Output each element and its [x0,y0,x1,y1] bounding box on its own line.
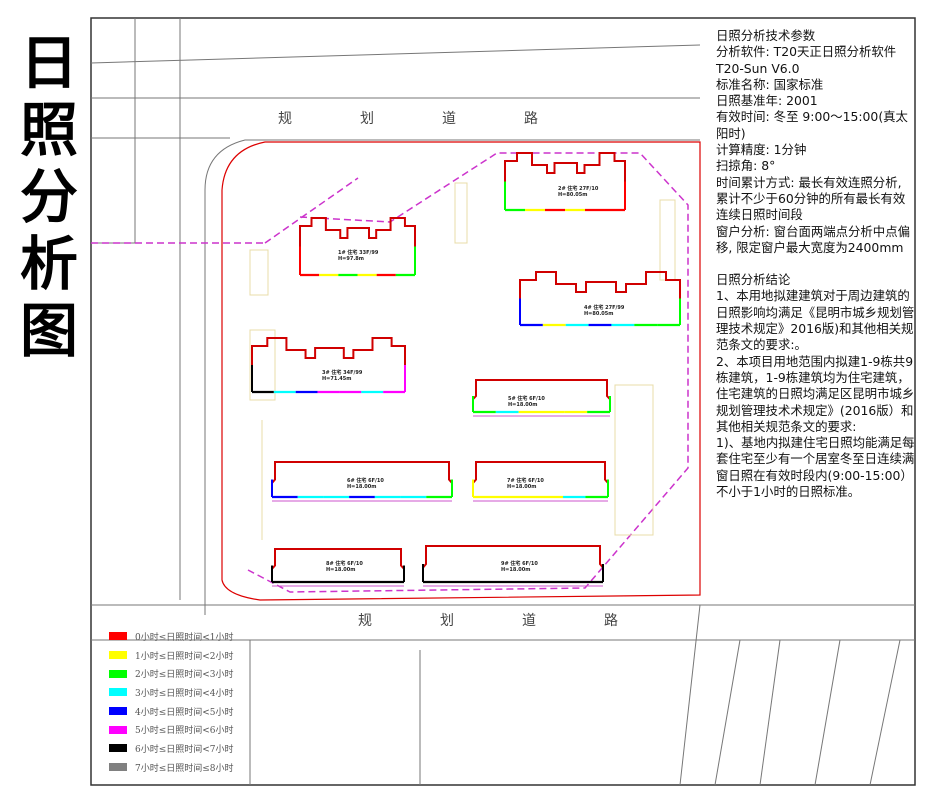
legend-label: 6小时≤日照时间<7小时 [135,744,234,755]
legend-swatch [109,632,127,641]
building-outline-1 [299,217,416,247]
site-boundary [221,141,701,601]
shadow-boundary [91,152,689,593]
drawing-frame [90,17,916,786]
title-char: 图 [19,297,78,365]
building-outline-8 [271,548,405,570]
param-line: 日照基准年: 2001 [716,93,818,109]
legend-label: 2小时≤日照时间<3小时 [135,670,234,681]
param-line: 计算精度: 1分钟 [716,142,807,158]
legend-swatch [109,763,127,772]
param-line: 标准名称: 国家标准 [716,76,824,92]
legend: 0小时≤日照时间<1小时 1小时≤日照时间<2小时 2小时≤日照时间<3小时 3小时≤… [109,627,234,777]
param-line: 窗户分析: 窗台面两端点分析中点偏移, 限定窗户最大宽度为2400mm [716,223,910,255]
conclusion-line: 1、本用地拟建建筑对于周边建筑的日照影响均满足《昆明市城乡规划管理技术规定》20… [716,288,915,353]
param-line: 扫掠角: 8° [716,158,776,174]
title-char: 析 [19,230,78,298]
road-lines [90,18,915,786]
building-outline-2 [504,152,626,182]
building-outline-4 [519,271,681,299]
param-line: 分析软件: T20天正日照分析软件 T20-Sun V6.0 [716,44,897,76]
legend-label: 4小时≤日照时间<5小时 [135,707,234,718]
param-line: 时间累计方式: 最长有效连照分析, 累计不少于60分钟的所有最长有效连续日照时间… [716,174,906,223]
building-outline-3 [251,337,406,365]
landscape-outlines [249,182,676,540]
legend-swatch [109,688,127,697]
title-char: 日 [19,29,78,97]
legend-label: 1小时≤日照时间<2小时 [135,651,234,662]
legend-item: 0小时≤日照时间<1小时 [109,627,234,646]
building-outline-6 [271,461,453,484]
legend-swatch [109,651,127,660]
legend-item: 6小时≤日照时间<7小时 [109,739,234,758]
legend-item: 1小时≤日照时间<2小时 [109,646,234,665]
road-label-top: 规划道路 [278,111,538,127]
legend-label: 0小时≤日照时间<1小时 [135,632,234,643]
sheet-title: 日 照 分 析 图 [14,30,84,365]
title-char: 分 [19,163,78,231]
params-heading: 日照分析技术参数 [716,28,816,43]
legend-item: 3小时≤日照时间<4小时 [109,683,234,702]
legend-swatch [109,707,127,716]
legend-item: 2小时≤日照时间<3小时 [109,664,234,683]
conclusion-line: 1)、基地内拟建住宅日照均能满足每套住宅至少有一个居室冬至日连续满窗日照在有效时… [716,435,915,500]
title-char: 照 [19,96,78,164]
legend-item: 7小时≤日照时间≤8小时 [109,758,234,777]
legend-label: 5小时≤日照时间<6小时 [135,726,234,737]
param-line: 有效时间: 冬至 9:00～15:00(真太阳时) [716,109,908,141]
road-label-bottom: 规划道路 [358,613,618,629]
legend-item: 4小时≤日照时间<5小时 [109,702,234,721]
conclusion-line: 2、本项目用地范围内拟建1-9栋共9栋建筑，1-9栋建筑均为住宅建筑，住宅建筑的… [716,353,915,434]
legend-item: 5小时≤日照时间<6小时 [109,720,234,739]
legend-label: 7小时≤日照时间≤8小时 [135,763,234,774]
legend-swatch [109,669,127,678]
buildings [251,152,681,587]
building-outline-9 [422,545,604,569]
legend-swatch [109,744,127,753]
conclusion-heading: 日照分析结论 [716,272,791,288]
building-outline-7 [472,461,609,484]
text-panel: 日照分析技术参数 分析软件: T20天正日照分析软件 T20-Sun V6.0 … [716,28,916,500]
building-outline-5 [472,379,611,400]
legend-label: 3小时≤日照时间<4小时 [135,688,234,699]
legend-swatch [109,725,127,734]
